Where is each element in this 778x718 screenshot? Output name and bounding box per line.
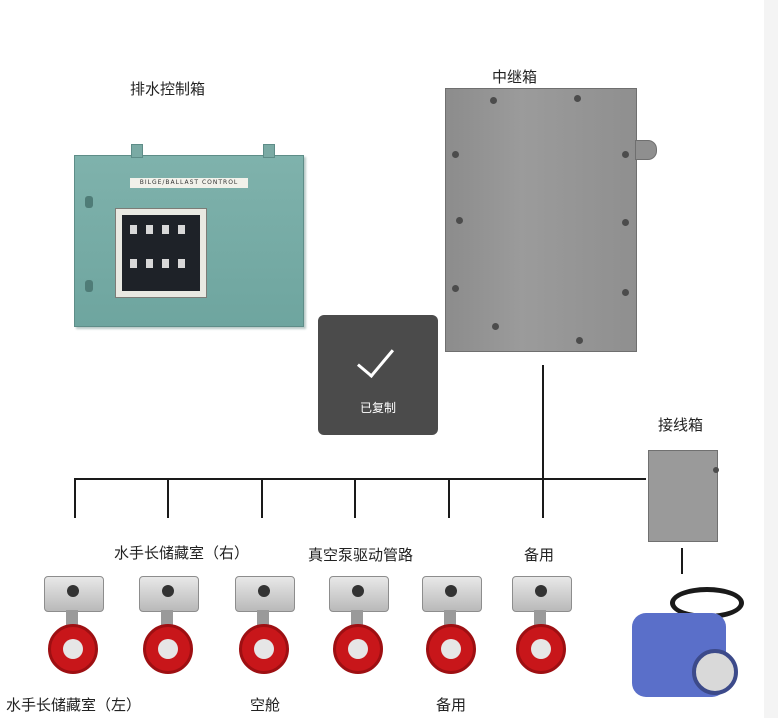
valve-stem: [161, 610, 173, 626]
label-spare-top: 备用: [524, 546, 555, 564]
copied-toast: 已复制: [318, 315, 438, 435]
wire-drop: [167, 478, 169, 518]
butterfly-valve: [42, 576, 104, 686]
valve-actuator: [139, 576, 199, 612]
valve-disc: [158, 639, 178, 659]
relay-box-bracket: [635, 140, 657, 160]
mounting-tab: [131, 144, 143, 158]
valve-actuator: [422, 576, 482, 612]
switch: [162, 259, 169, 268]
bolt: [622, 289, 629, 296]
bolt: [574, 95, 581, 102]
label-empty-cabin: 空舱: [250, 696, 281, 714]
butterfly-valve: [510, 576, 572, 686]
check-icon: [356, 338, 395, 379]
hinge: [85, 280, 93, 292]
label-vacuum-pump-pipe: 真空泵驱动管路: [308, 546, 414, 564]
wire-drop: [354, 478, 356, 518]
valve-body: [143, 624, 193, 674]
valve-disc: [531, 639, 551, 659]
mounting-tab: [263, 144, 275, 158]
bolt: [713, 467, 719, 473]
nameplate-text: BILGE/BALLAST CONTROL: [139, 179, 239, 186]
junction-box: [648, 450, 719, 542]
switch: [162, 225, 169, 234]
switch: [130, 225, 137, 234]
valve-body: [48, 624, 98, 674]
valve-stem: [444, 610, 456, 626]
valve-actuator: [235, 576, 295, 612]
label-spare-bottom: 备用: [436, 696, 467, 714]
butterfly-valve: [233, 576, 295, 686]
hinge: [85, 196, 93, 208]
bolt: [622, 219, 629, 226]
wire-bus: [74, 478, 646, 480]
valve-disc: [63, 639, 83, 659]
valve-stem: [257, 610, 269, 626]
bolt: [456, 217, 463, 224]
valve-disc: [692, 649, 738, 695]
butterfly-valve: [420, 576, 482, 686]
switch: [146, 259, 153, 268]
knob: [67, 585, 79, 597]
switch: [146, 225, 153, 234]
valve-body: [426, 624, 476, 674]
switch: [130, 259, 137, 268]
valve-disc: [441, 639, 461, 659]
nameplate: BILGE/BALLAST CONTROL: [130, 178, 248, 188]
knob: [445, 585, 457, 597]
valve-actuator: [329, 576, 389, 612]
bolt: [452, 151, 459, 158]
wire-drop: [542, 478, 544, 518]
drain-control-box: BILGE/BALLAST CONTROL: [74, 144, 304, 327]
switch: [178, 225, 185, 234]
label-junction-box: 接线箱: [658, 416, 704, 434]
control-panel: [115, 208, 207, 298]
knob: [258, 585, 270, 597]
right-edge: [764, 0, 778, 718]
valve-actuator: [44, 576, 104, 612]
knob: [535, 585, 547, 597]
bolt: [576, 337, 583, 344]
switch-panel: [122, 215, 200, 291]
wire-drop: [448, 478, 450, 518]
relay-box: [445, 88, 637, 352]
wire-relay-down: [542, 365, 544, 485]
bolt: [490, 97, 497, 104]
bolt: [492, 323, 499, 330]
valve-body: [333, 624, 383, 674]
bolt: [452, 285, 459, 292]
valve-body: [516, 624, 566, 674]
valve-stem: [534, 610, 546, 626]
valve-stem: [66, 610, 78, 626]
label-sailor-storage-right: 水手长储藏室（右）: [114, 544, 250, 562]
electric-valve: [626, 585, 746, 713]
valve-actuator: [512, 576, 572, 612]
valve-body: [239, 624, 289, 674]
valve-stem: [351, 610, 363, 626]
valve-disc: [348, 639, 368, 659]
valve-disc: [254, 639, 274, 659]
wire-drop: [74, 478, 76, 518]
wire-drop: [261, 478, 263, 518]
toast-text: 已复制: [359, 401, 396, 415]
bolt: [622, 151, 629, 158]
label-drain-control-box: 排水控制箱: [130, 80, 206, 98]
label-sailor-storage-left: 水手长储藏室（左）: [6, 696, 142, 714]
label-relay-box: 中继箱: [492, 68, 538, 86]
knob: [352, 585, 364, 597]
knob: [162, 585, 174, 597]
switch: [178, 259, 185, 268]
wire-junction-down: [681, 548, 683, 574]
butterfly-valve: [137, 576, 199, 686]
butterfly-valve: [327, 576, 389, 686]
